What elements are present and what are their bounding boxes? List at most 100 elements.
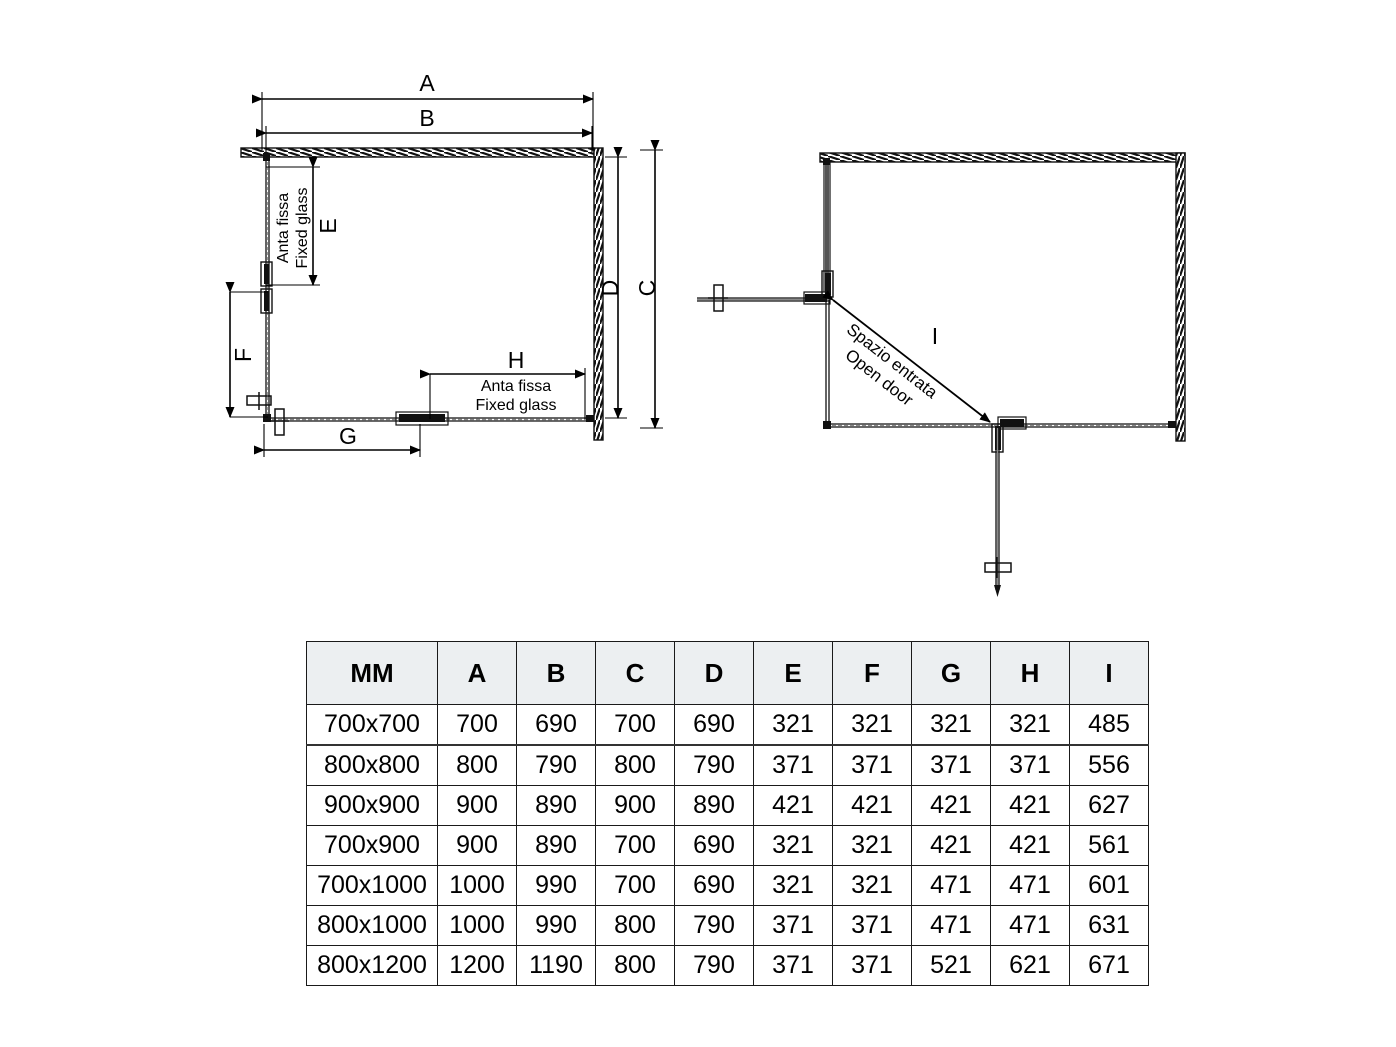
table-cell: 421 <box>990 785 1070 826</box>
table-cell: 371 <box>911 744 991 786</box>
table-cell-size: 700x700 <box>306 704 438 746</box>
dimensions-table: MM A B C D E F G H I 700x700 700 690 7 <box>306 641 1149 986</box>
dimension-I-label: I <box>932 323 938 349</box>
table-cell-size: 800x800 <box>306 744 438 786</box>
left-fixed-glass-panel <box>265 157 270 418</box>
dimension-D-label: D <box>597 280 623 297</box>
table-header-cell: MM <box>306 641 438 705</box>
dimension-B-label: B <box>419 105 434 131</box>
table-cell: 371 <box>753 945 833 986</box>
table-header-cell: D <box>674 641 754 705</box>
table-cell: 1000 <box>437 905 517 946</box>
left-hinge-lower <box>260 288 273 314</box>
table-cell: 556 <box>1069 744 1149 786</box>
table-cell: 371 <box>832 945 912 986</box>
open-door-label: Spazio entrata Open door <box>842 320 942 410</box>
table-cell: 485 <box>1069 704 1149 746</box>
table-cell: 371 <box>990 744 1070 786</box>
dimension-H: H <box>420 347 586 419</box>
open-door-swing-arrow <box>822 290 991 423</box>
table-cell: 421 <box>753 785 833 826</box>
swing-right-wall <box>1175 152 1186 442</box>
table-row: 800x1000 1000 990 800 790 371 371 471 47… <box>306 905 1149 946</box>
bottom-fixed-glass-label-it: Anta fissa <box>481 378 551 395</box>
open-door-leaf-horizontal <box>697 284 831 312</box>
table-cell: 800 <box>595 744 675 786</box>
table-row: 700x1000 1000 990 700 690 321 321 471 47… <box>306 865 1149 906</box>
dimension-C-label: C <box>634 280 660 297</box>
table-cell-size: 800x1200 <box>306 945 438 986</box>
dimension-F: F <box>225 282 268 418</box>
table-cell: 321 <box>753 865 833 906</box>
left-fixed-glass-label-it: Anta fissa <box>275 193 292 263</box>
dimension-H-label: H <box>508 347 525 373</box>
bottom-center-profiles <box>395 411 449 426</box>
left-fixed-glass-label-en: Fixed glass <box>294 188 311 269</box>
dimension-F-label: F <box>230 348 256 362</box>
plan-view-dimensions: A B D C <box>225 70 663 457</box>
dimension-A: A <box>252 70 594 150</box>
table-cell: 900 <box>437 825 517 866</box>
table-row: 800x800 800 790 800 790 371 371 371 371 … <box>306 744 1149 786</box>
table-cell: 631 <box>1069 905 1149 946</box>
table-cell: 621 <box>990 945 1070 986</box>
table-cell: 371 <box>753 905 833 946</box>
table-cell: 790 <box>516 744 596 786</box>
table-cell: 471 <box>911 865 991 906</box>
bottom-left-handle <box>271 408 289 436</box>
table-cell: 371 <box>753 744 833 786</box>
table-row: 700x900 900 890 700 690 321 321 421 421 … <box>306 825 1149 866</box>
table-cell: 471 <box>911 905 991 946</box>
table-cell: 700 <box>595 704 675 746</box>
table-cell: 521 <box>911 945 991 986</box>
dimension-G-label: G <box>339 423 357 449</box>
dimension-G: G <box>254 423 421 457</box>
table-cell: 421 <box>911 785 991 826</box>
table-cell: 421 <box>911 825 991 866</box>
table-header-row: MM A B C D E F G H I <box>306 641 1149 705</box>
table-body: 700x700 700 690 700 690 321 321 321 321 … <box>306 704 1149 986</box>
table-cell: 1000 <box>437 865 517 906</box>
dimension-A-label: A <box>419 70 435 96</box>
dimension-B: B <box>256 105 593 152</box>
table-cell-size: 900x900 <box>306 785 438 826</box>
table-row: 800x1200 1200 1190 800 790 371 371 521 6… <box>306 945 1149 986</box>
top-left-profile <box>263 153 270 161</box>
swing-top-left-profile <box>823 158 830 165</box>
table-cell: 900 <box>437 785 517 826</box>
table-cell: 601 <box>1069 865 1149 906</box>
table-cell: 471 <box>990 905 1070 946</box>
table-header-cell: E <box>753 641 833 705</box>
table-cell: 471 <box>990 865 1070 906</box>
table-cell: 1190 <box>516 945 596 986</box>
table-cell: 700 <box>595 865 675 906</box>
door-swing-geometry: I Spazio entrata Open door <box>697 152 1186 597</box>
table-cell: 790 <box>674 905 754 946</box>
table-cell: 700 <box>595 825 675 866</box>
bottom-fixed-glass-label-en: Fixed glass <box>476 397 557 414</box>
table-cell: 371 <box>832 905 912 946</box>
dimension-E-label: E <box>315 218 341 233</box>
table-cell: 900 <box>595 785 675 826</box>
table-cell-size: 700x1000 <box>306 865 438 906</box>
right-wall <box>593 147 604 441</box>
table-row: 700x700 700 690 700 690 321 321 321 321 … <box>306 704 1149 746</box>
table-cell: 1200 <box>437 945 517 986</box>
table-cell: 990 <box>516 905 596 946</box>
table-cell: 690 <box>674 865 754 906</box>
table-cell: 321 <box>832 865 912 906</box>
table-cell: 800 <box>595 905 675 946</box>
table-cell: 321 <box>911 704 991 746</box>
table-cell-size: 700x900 <box>306 825 438 866</box>
table-cell: 690 <box>674 704 754 746</box>
table-cell: 321 <box>753 825 833 866</box>
table-cell: 800 <box>595 945 675 986</box>
dimension-D: D <box>597 147 627 419</box>
table-header-cell: I <box>1069 641 1149 705</box>
table-cell: 990 <box>516 865 596 906</box>
table-cell: 890 <box>516 785 596 826</box>
left-handle <box>246 392 272 410</box>
dimension-E: E <box>266 157 341 286</box>
table-cell: 790 <box>674 945 754 986</box>
table-cell: 890 <box>674 785 754 826</box>
